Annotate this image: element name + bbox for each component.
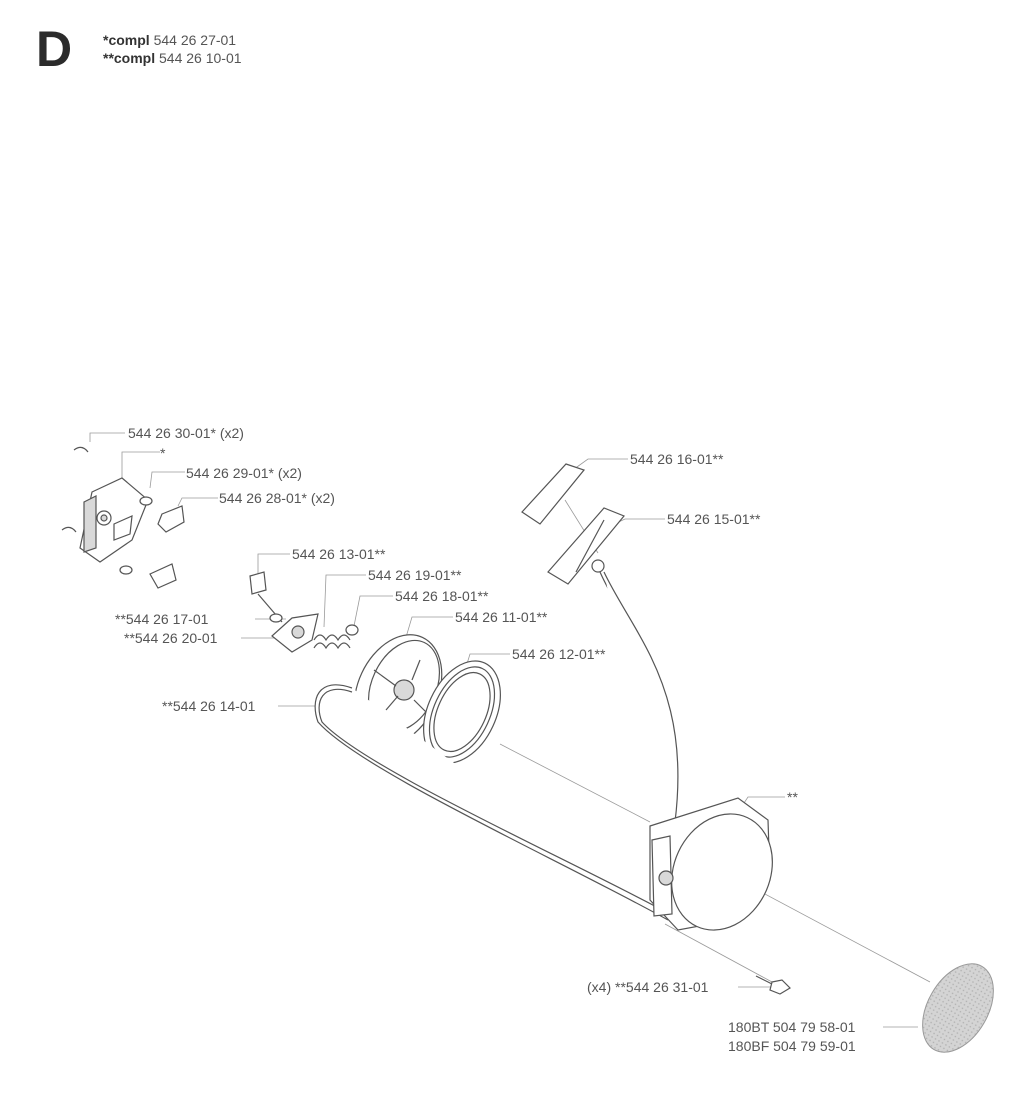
starter-rope (314, 684, 671, 921)
label-part-31: (x4) **544 26 31-01 (587, 979, 709, 995)
label-part-15: 544 26 15-01** (667, 511, 761, 527)
label-part-20: **544 26 20-01 (124, 630, 218, 646)
pulley-hardware (249, 571, 359, 653)
label-part-11: 544 26 11-01** (455, 609, 548, 625)
header-compl-1-number: 544 26 27-01 (153, 32, 237, 48)
label-part-18: 544 26 18-01** (395, 588, 489, 604)
pawl-cover-assembly (61, 446, 185, 589)
label-decal-180bt: 180BT 504 79 58-01 (728, 1019, 856, 1035)
label-part-30: 544 26 30-01* (x2) (128, 425, 244, 441)
label-double-star: ** (787, 789, 798, 805)
header-compl-2-number: 544 26 10-01 (159, 50, 242, 66)
leader-lines (89, 432, 931, 1028)
label-part-14: **544 26 14-01 (162, 698, 256, 714)
header-compl-1: *compl 544 26 27-01 (103, 32, 236, 48)
decal (922, 963, 994, 1053)
header-compl-1-prefix: *compl (103, 32, 150, 48)
starter-handles (521, 463, 679, 873)
recoil-spring (423, 660, 501, 764)
label-part-13: 544 26 13-01** (292, 546, 386, 562)
label-part-29: 544 26 29-01* (x2) (186, 465, 302, 481)
label-part-19: 544 26 19-01** (368, 567, 462, 583)
label-star: * (160, 445, 166, 461)
header-compl-2-prefix: **compl (103, 50, 156, 66)
label-part-16: 544 26 16-01** (630, 451, 724, 467)
section-letter: D (36, 21, 73, 77)
label-decal-180bf: 180BF 504 79 59-01 (728, 1038, 856, 1054)
label-part-17: **544 26 17-01 (115, 611, 209, 627)
screw (755, 975, 791, 995)
label-part-28: 544 26 28-01* (x2) (219, 490, 335, 506)
starter-housing (649, 797, 773, 931)
header-compl-2: **compl 544 26 10-01 (103, 50, 242, 66)
label-part-12: 544 26 12-01** (512, 646, 606, 662)
